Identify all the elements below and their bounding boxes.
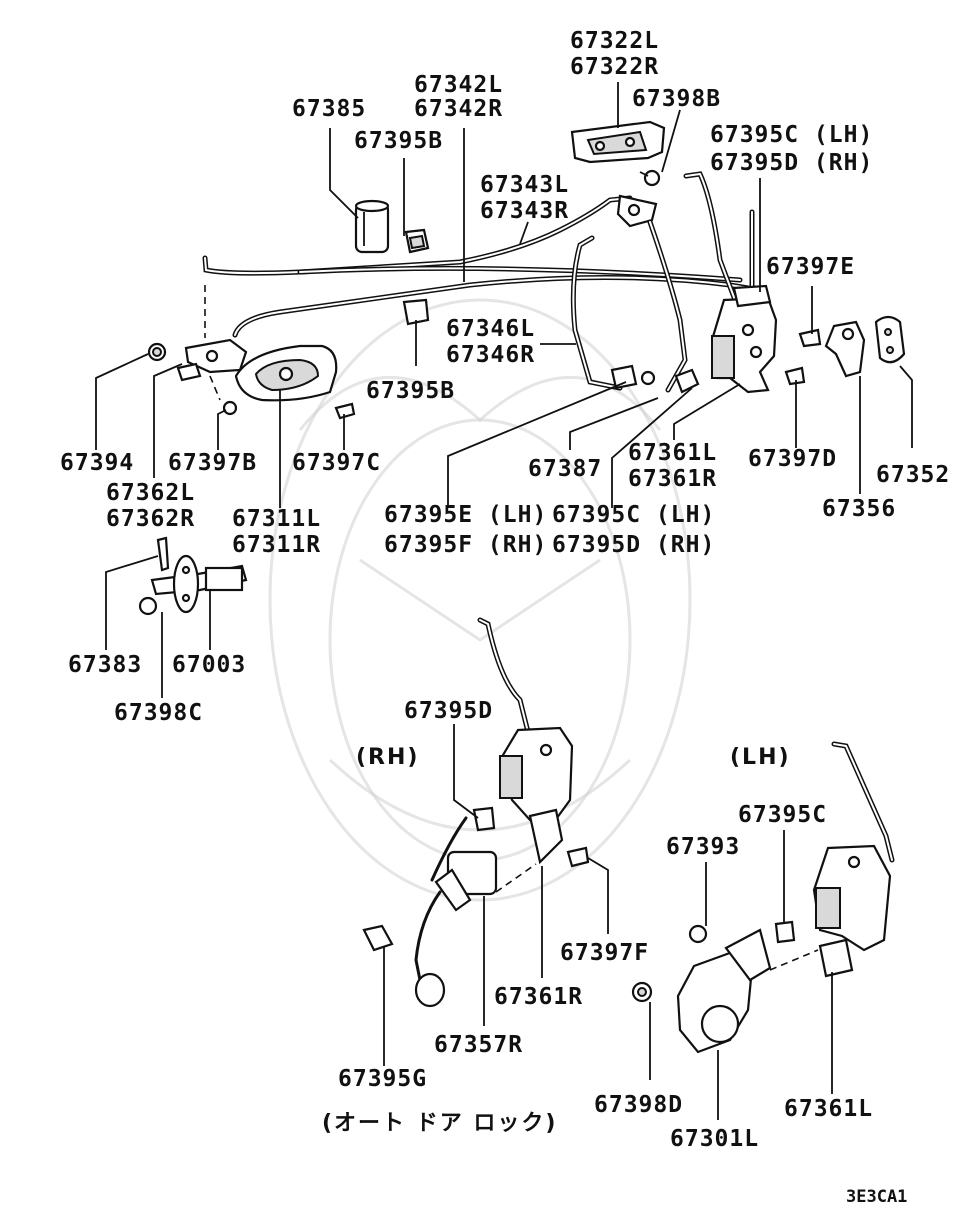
label-67362r: 67362R	[106, 506, 195, 532]
lh-actuator-67301l	[676, 928, 819, 1054]
label-67398c: 67398C	[114, 700, 203, 726]
label-rh: (RH)	[356, 745, 419, 770]
shim-67352	[874, 315, 906, 364]
label-67322r: 67322R	[570, 54, 659, 80]
label-67398b: 67398B	[632, 86, 721, 112]
lh-rod	[831, 741, 895, 863]
screw-67397b	[222, 400, 238, 416]
screw-67397c	[334, 402, 356, 420]
label-67395f-rh: 67395F (RH)	[384, 532, 547, 558]
rod-lock-knob	[683, 171, 755, 303]
label-67394: 67394	[60, 450, 134, 476]
bolt-67398d	[631, 981, 653, 1003]
rod-67343	[202, 195, 743, 283]
inside-handle-lever-67362	[176, 285, 248, 401]
clip-67395b-mid	[402, 298, 430, 326]
label-67343l: 67343L	[480, 172, 569, 198]
rod-67342	[232, 275, 763, 338]
outside-handle	[570, 120, 666, 164]
label-67356: 67356	[822, 496, 896, 522]
label-67387: 67387	[528, 456, 602, 482]
rod-outside-handle	[647, 219, 688, 393]
clip-67395b-top	[404, 228, 430, 254]
rh-screw-67397f	[566, 846, 590, 868]
door-check-67003	[150, 554, 248, 614]
label-67361l-top: 67361L	[628, 440, 717, 466]
bolt-67398c	[138, 596, 158, 616]
rh-actuator-67357r	[414, 816, 537, 1008]
nut-67393	[688, 924, 708, 944]
label-67311l: 67311L	[232, 506, 321, 532]
label-67361l: 67361L	[784, 1096, 873, 1122]
rod-clip-top	[616, 194, 658, 228]
label-67393: 67393	[666, 834, 740, 860]
label-67361r: 67361R	[494, 984, 583, 1010]
pin-67383	[156, 536, 170, 572]
label-67352: 67352	[876, 462, 950, 488]
label-67395g: 67395G	[338, 1066, 427, 1092]
label-67346r: 67346R	[446, 342, 535, 368]
label-67397d: 67397D	[748, 446, 837, 472]
label-67395c-lh-top: 67395C (LH)	[710, 122, 873, 148]
label-67383: 67383	[68, 652, 142, 678]
rod-67346	[570, 235, 623, 391]
label-67385: 67385	[292, 96, 366, 122]
label-67397e: 67397E	[766, 254, 855, 280]
diagram-code: 3E3CA1	[846, 1187, 907, 1207]
label-67395d-rh-mid: 67395D (RH)	[552, 532, 715, 558]
door-lock-top	[710, 284, 778, 394]
lh-lock-body	[812, 844, 892, 978]
clip-67395g	[362, 924, 394, 952]
label-67395b-mid: 67395B	[366, 378, 455, 404]
lh-clip-67395c	[774, 920, 796, 944]
rh-lock-body	[498, 726, 574, 865]
label-67311r: 67311R	[232, 532, 321, 558]
label-67361r-top: 67361R	[628, 466, 717, 492]
label-67395d: 67395D	[404, 698, 493, 724]
label-67362l: 67362L	[106, 480, 195, 506]
label-67395b-top: 67395B	[354, 128, 443, 154]
part-labels: 67322L 67322R 67398B 67342L 67342R 67385…	[60, 28, 950, 1207]
label-auto-door-lock: (オート ドア ロック)	[322, 1111, 557, 1136]
screw-67394	[147, 342, 167, 362]
screw-67397e	[798, 328, 822, 348]
label-67322l: 67322L	[570, 28, 659, 54]
screw-67398b	[639, 169, 661, 187]
label-67395d-rh-top: 67395D (RH)	[710, 150, 873, 176]
label-67395e-lh: 67395E (LH)	[384, 502, 547, 528]
label-67397b: 67397B	[168, 450, 257, 476]
label-lh: (LH)	[730, 745, 791, 770]
label-67343r: 67343R	[480, 198, 569, 224]
label-67342l: 67342L	[414, 72, 503, 98]
rh-clip-67395d	[472, 806, 496, 832]
label-67397f: 67397F	[560, 940, 649, 966]
label-67395c: 67395C	[738, 802, 827, 828]
rh-rod	[477, 617, 533, 743]
striker-67356	[824, 320, 866, 378]
label-67395c-lh-mid: 67395C (LH)	[552, 502, 715, 528]
label-67342r: 67342R	[414, 96, 503, 122]
label-67301l: 67301L	[670, 1126, 759, 1152]
screw-67397d	[784, 366, 806, 386]
inside-handle-67311	[234, 344, 338, 402]
link-clip-67387	[610, 364, 700, 394]
label-67357r: 67357R	[434, 1032, 523, 1058]
label-67346l: 67346L	[446, 316, 535, 342]
leader-lines	[95, 82, 913, 1120]
label-67003: 67003	[172, 652, 246, 678]
cushion-67385	[354, 199, 390, 254]
label-67397c: 67397C	[292, 450, 381, 476]
label-67398d: 67398D	[594, 1092, 683, 1118]
